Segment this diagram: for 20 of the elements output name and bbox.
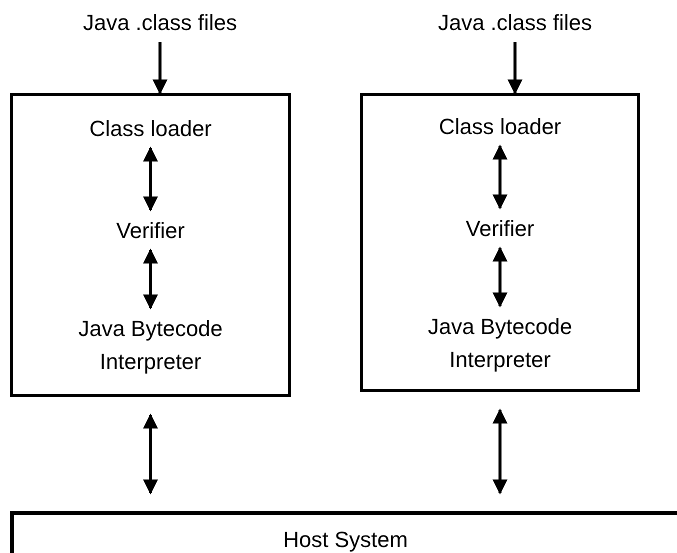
node-label: Class loader <box>438 113 562 141</box>
arrow <box>492 144 508 210</box>
arrow <box>143 248 158 310</box>
arrow <box>508 42 522 94</box>
component-box <box>10 93 291 397</box>
arrow <box>143 414 158 494</box>
node-label: Java .class files <box>438 9 592 37</box>
arrow <box>152 42 168 94</box>
node-label: Java .class files <box>82 9 238 37</box>
node-label: Verifier <box>466 215 534 243</box>
node-label: Java Bytecode Interpreter <box>77 315 224 376</box>
arrow <box>492 408 508 494</box>
system-box <box>10 511 677 553</box>
node-label: Host System <box>283 526 408 553</box>
component-box <box>360 93 640 392</box>
node-label: Java Bytecode Interpreter <box>426 313 574 374</box>
node-label: Class loader <box>89 115 212 143</box>
node-label: Verifier <box>116 217 185 245</box>
arrow <box>492 246 508 308</box>
arrow <box>143 146 158 212</box>
